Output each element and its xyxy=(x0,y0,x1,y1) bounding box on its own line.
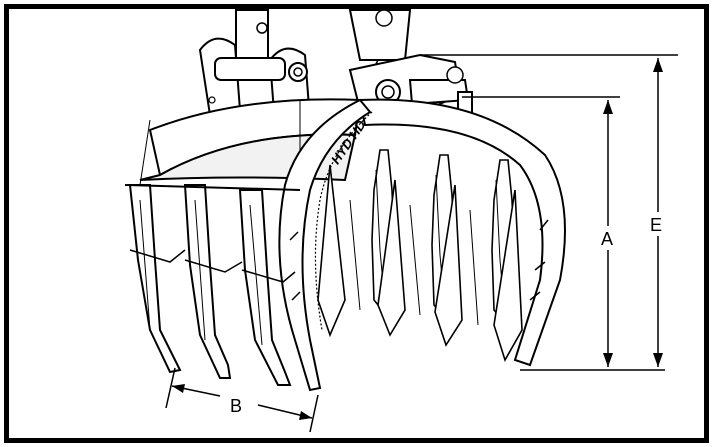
front-jaw-right xyxy=(358,98,566,367)
dimension-e-label: E xyxy=(650,215,662,235)
dimension-a: A xyxy=(462,96,665,371)
excavator-arm xyxy=(235,9,412,73)
dimension-b: B xyxy=(165,367,319,433)
back-tines xyxy=(317,149,523,362)
dimension-a-label: A xyxy=(601,229,613,249)
dimension-b-label: B xyxy=(230,396,242,416)
front-tines xyxy=(124,184,301,386)
dimension-e: E xyxy=(420,54,678,367)
